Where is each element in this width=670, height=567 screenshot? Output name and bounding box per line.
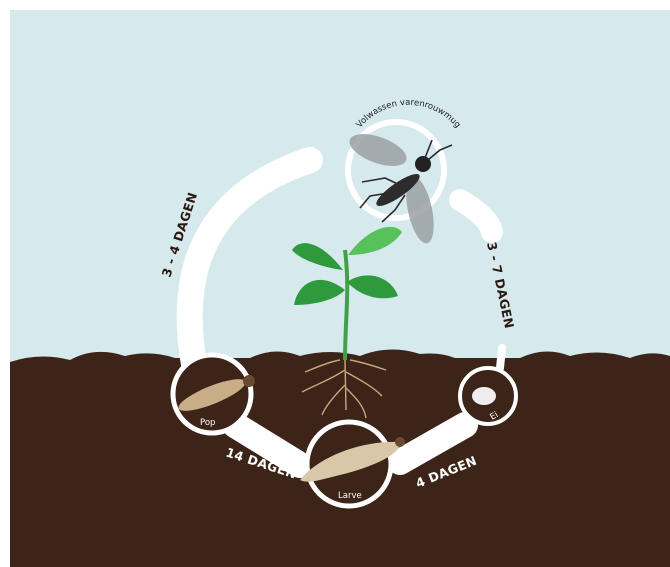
pupa-label: Pop (200, 418, 215, 428)
sky-background (10, 10, 670, 370)
egg-shape (472, 387, 496, 405)
egg-stage: Ei (460, 368, 516, 424)
pupa-stage: Pop (173, 355, 255, 433)
fly-head (415, 156, 431, 172)
larva-label: Larve (338, 491, 362, 501)
